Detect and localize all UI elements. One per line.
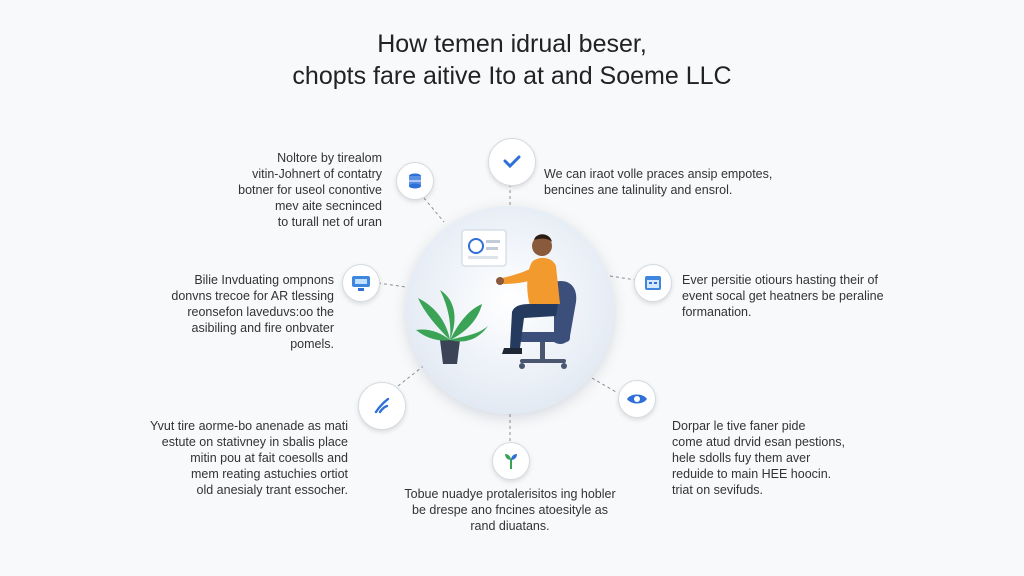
pen-icon: [374, 397, 390, 414]
label-lower-right: Dorpar le tive faner pide come atud drvi…: [672, 419, 846, 497]
connector-lower-right: [591, 377, 617, 393]
check-icon: [503, 155, 521, 169]
node-middle-left[interactable]: [342, 264, 380, 302]
monitor-icon: [352, 276, 370, 291]
person-at-desk-illustration: [416, 229, 577, 369]
connector-middle-left: [377, 282, 407, 288]
label-upper-left: Noltore by tirealom vitin-Johnert of con…: [238, 151, 382, 229]
label-top: We can iraot volle praces ansip empotes,…: [544, 167, 773, 197]
diagram-title: How temen idrual beser, chopts fare aiti…: [0, 28, 1024, 92]
label-lower-left: Yvut tire aorme-bo anenade as mati estut…: [149, 419, 348, 497]
label-bottom: Tobue nuadye protalerisitos ing hobler b…: [404, 487, 616, 533]
node-top[interactable]: [488, 138, 536, 186]
database-icon: [409, 173, 421, 189]
central-hub: [406, 206, 614, 414]
node-upper-left[interactable]: [396, 162, 434, 200]
label-upper-right: Ever persitie otiours hasting their of e…: [682, 273, 884, 319]
plant-icon: [505, 454, 517, 469]
calendar-icon: [645, 276, 661, 290]
node-upper-right[interactable]: [634, 264, 672, 302]
node-lower-right[interactable]: [618, 380, 656, 418]
node-bottom[interactable]: [492, 442, 530, 480]
eye-icon: [627, 394, 647, 404]
title-line-2: chopts fare aitive Ito at and Soeme LLC: [292, 62, 732, 90]
connector-upper-right: [609, 275, 637, 281]
title-line-1: How temen idrual beser,: [377, 30, 647, 58]
label-middle-left: Bilie Invduating ompnons donvns trecoe f…: [171, 273, 334, 351]
connector-upper-left: [423, 197, 445, 223]
node-lower-left[interactable]: [358, 382, 406, 430]
